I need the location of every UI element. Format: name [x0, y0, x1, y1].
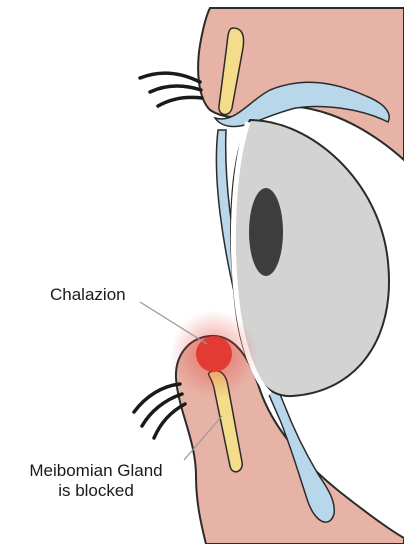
- upper-eyelashes: [140, 73, 202, 106]
- meibomian-gland-label: Meibomian Gland is blocked: [10, 461, 182, 501]
- pupil: [249, 188, 283, 276]
- meibomian-gland-label-line2: is blocked: [10, 481, 182, 501]
- chalazion-label: Chalazion: [50, 285, 126, 305]
- meibomian-gland-label-line1: Meibomian Gland: [10, 461, 182, 481]
- chalazion: [196, 336, 232, 372]
